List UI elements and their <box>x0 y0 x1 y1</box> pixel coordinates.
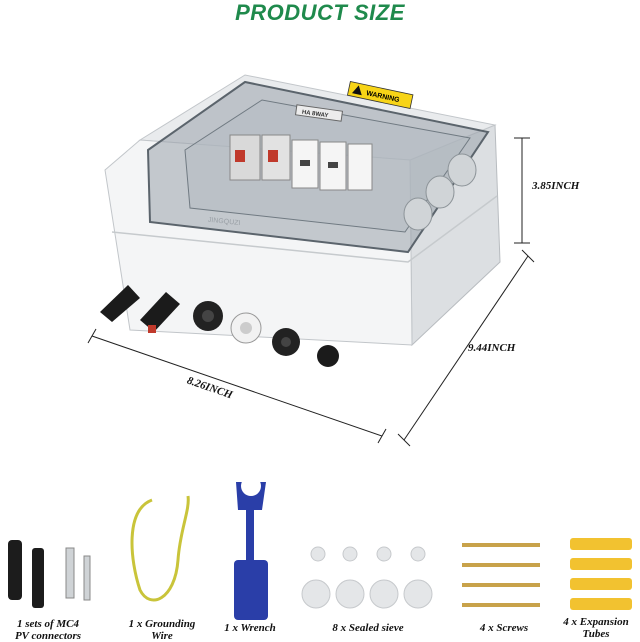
circuit-breakers <box>229 134 373 191</box>
expansion-tubes-image <box>570 538 632 610</box>
width-dimension-line <box>87 328 387 444</box>
accessory-label-wrench: 1 x Wrench <box>224 622 276 634</box>
height-dimension-line <box>514 137 530 244</box>
wrench-image <box>234 476 268 620</box>
height-dimension-label: 3.85INCH <box>532 180 580 192</box>
screws-image <box>462 543 540 607</box>
depth-dimension-label: 9.44INCH <box>468 342 516 354</box>
enclosure-box: HA 8WAY WARNING JINGQUZI <box>100 74 501 367</box>
page-title: PRODUCT SIZE <box>235 0 405 25</box>
grounding-wire-image <box>130 495 190 602</box>
cable-glands <box>193 301 339 367</box>
accessory-label-screws: 4 x Screws <box>479 622 529 634</box>
mc4-connector-set-image <box>8 540 91 608</box>
mc4-connectors <box>100 285 180 333</box>
sealed-sieve-image <box>301 546 433 609</box>
depth-dimension-line <box>397 249 535 447</box>
module-label: HA 8WAY <box>301 110 328 120</box>
accessory-label-sealed-sieve: 8 x Sealed sieve <box>332 622 404 634</box>
side-knockouts <box>403 153 477 231</box>
brand-label: JINGQUZI <box>207 217 240 227</box>
